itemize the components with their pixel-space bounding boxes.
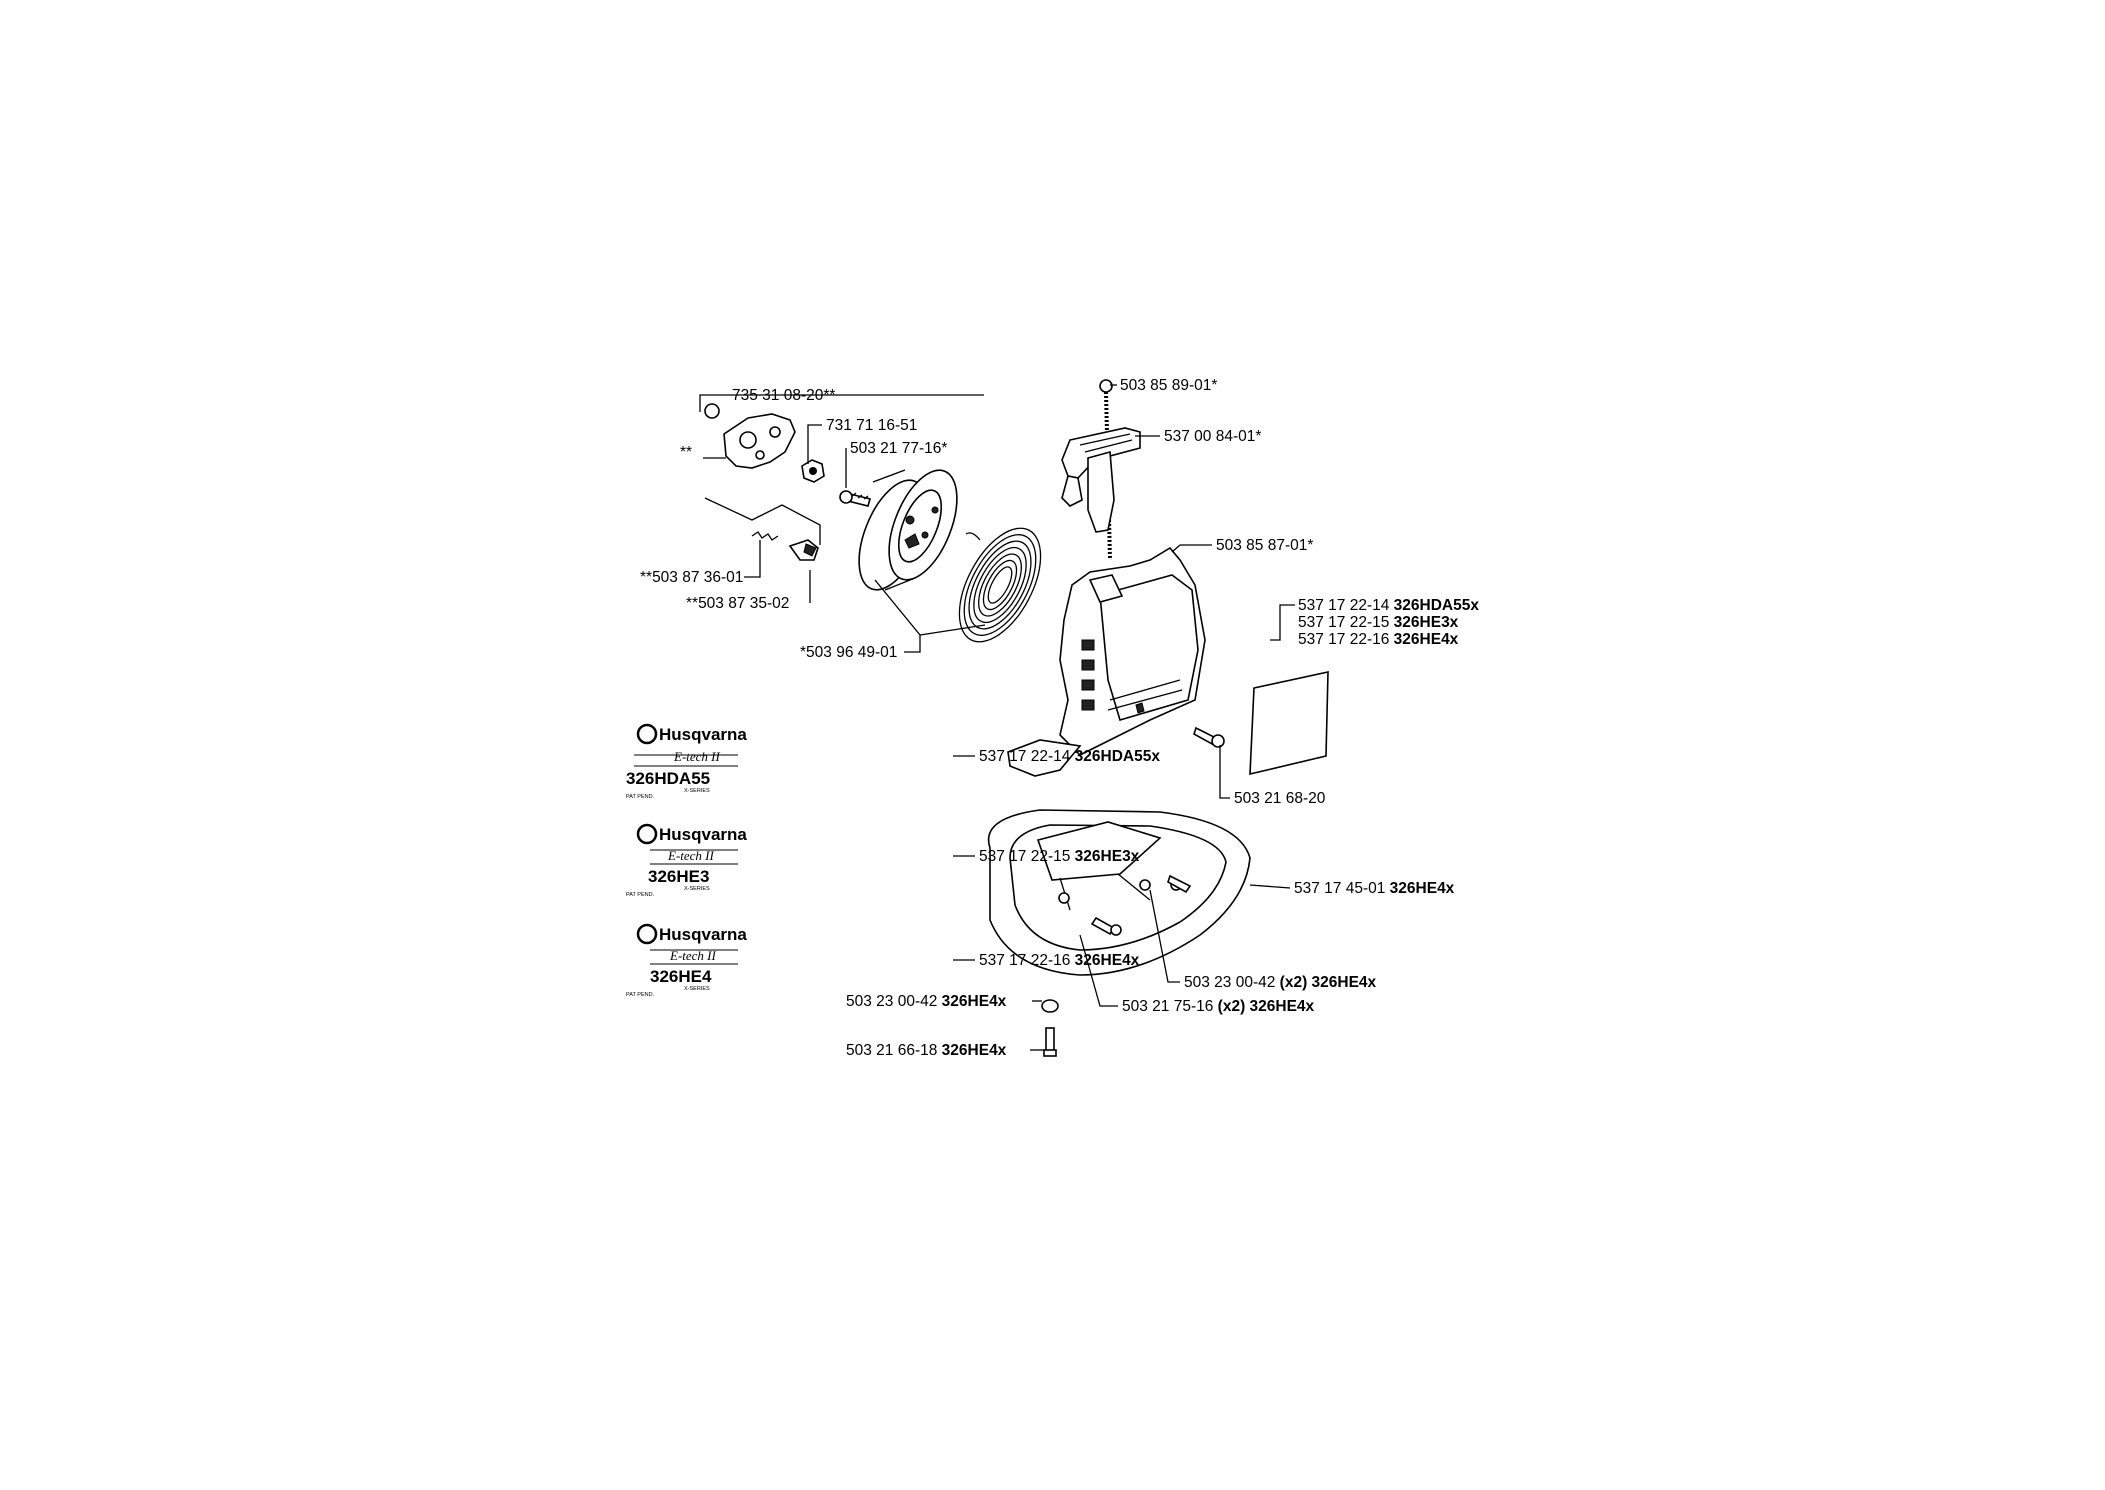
- decal-series: X-SERIES: [684, 788, 710, 794]
- pawl-plate-part: [723, 413, 796, 469]
- callout-731-71-16-51: 731 71 16-51: [826, 417, 917, 434]
- callout-503-96-49-01: *503 96 49-01: [800, 644, 897, 661]
- callout-labels: 735 31 08-20** ** 731 71 16-51 503 21 77…: [640, 377, 1479, 1059]
- washer-part: [1041, 999, 1059, 1013]
- callout-503-21-75-16: 503 21 75-16 (x2) 326HE4x: [1122, 998, 1315, 1015]
- starter-handle-part: [1061, 379, 1141, 561]
- stand-part: [987, 809, 1251, 976]
- callout-503-85-87-01: 503 85 87-01*: [1216, 537, 1313, 554]
- decal-tech: E-tech II: [669, 948, 717, 963]
- decal-model: 326HE3: [648, 867, 709, 886]
- decal-brand: Husqvarna: [659, 825, 747, 844]
- pulley-part: [858, 469, 958, 591]
- callout-537-17-22-15-top: 537 17 22-15 326HE3x: [1298, 614, 1459, 631]
- decal-brand: Husqvarna: [659, 925, 747, 944]
- callout-537-17-45-01: 537 17 45-01 326HE4x: [1294, 880, 1455, 897]
- callout-537-17-22-16: 537 17 22-16 326HE4x: [979, 952, 1140, 969]
- pawl-assembly: [704, 403, 825, 561]
- recoil-spring-part: [958, 527, 1042, 643]
- decal-pat: PAT PEND.: [626, 992, 655, 998]
- husqvarna-logo-icon: [636, 723, 658, 745]
- callout-double-star: **: [680, 444, 692, 461]
- bolt-part: [839, 490, 871, 507]
- decal-tech: E-tech II: [673, 749, 721, 764]
- nut-part: [704, 403, 720, 419]
- husqvarna-logo-icon: [636, 823, 658, 845]
- callout-537-17-22-14: 537 17 22-14 326HDA55x: [979, 748, 1160, 765]
- decal-tech: E-tech II: [667, 848, 715, 863]
- callout-503-21-66-18: 503 21 66-18 326HE4x: [846, 1042, 1007, 1059]
- callout-503-21-68-20: 503 21 68-20: [1234, 790, 1326, 807]
- decal-series: X-SERIES: [684, 886, 710, 892]
- starter-housing-part: [1007, 546, 1206, 777]
- callout-503-21-77-16: 503 21 77-16*: [850, 440, 947, 457]
- decal-326he4: Husqvarna E-tech II 326HE4 X-SERIES PAT …: [626, 923, 747, 998]
- decal-pat: PAT PEND.: [626, 892, 655, 898]
- callout-503-23-00-42: 503 23 00-42 326HE4x: [846, 993, 1007, 1010]
- callout-503-87-36-01: **503 87 36-01: [640, 569, 743, 586]
- leader-lines: [699, 384, 1295, 1051]
- decal-326he3: Husqvarna E-tech II 326HE3 X-SERIES PAT …: [626, 823, 747, 898]
- decal-326hda55: Husqvarna E-tech II 326HDA55 X-SERIES PA…: [626, 723, 747, 800]
- decal-brand: Husqvarna: [659, 725, 747, 744]
- callout-537-17-22-14-top: 537 17 22-14 326HDA55x: [1298, 597, 1479, 614]
- callout-503-23-00-42-x2: 503 23 00-42 (x2) 326HE4x: [1184, 974, 1377, 991]
- callout-735-31-08-20: 735 31 08-20**: [732, 387, 835, 404]
- decal-model: 326HDA55: [626, 769, 710, 788]
- screw-part: [1193, 726, 1225, 748]
- callout-537-00-84-01: 537 00 84-01*: [1164, 428, 1261, 445]
- label-plate-part: [1249, 671, 1329, 776]
- callout-537-17-22-16-top: 537 17 22-16 326HE4x: [1298, 631, 1459, 648]
- callout-503-87-35-02: **503 87 35-02: [686, 595, 789, 612]
- decal-model: 326HE4: [650, 967, 712, 986]
- husqvarna-logo-icon: [636, 923, 658, 945]
- bottom-bolt-part: [1045, 1027, 1055, 1053]
- callout-503-85-89-01: 503 85 89-01*: [1120, 377, 1217, 394]
- decal-pat: PAT PEND.: [626, 794, 655, 800]
- stand-screws: [1041, 874, 1192, 1057]
- decal-series: X-SERIES: [684, 986, 710, 992]
- callout-537-17-22-15: 537 17 22-15 326HE3x: [979, 848, 1140, 865]
- spring-part: [751, 531, 779, 541]
